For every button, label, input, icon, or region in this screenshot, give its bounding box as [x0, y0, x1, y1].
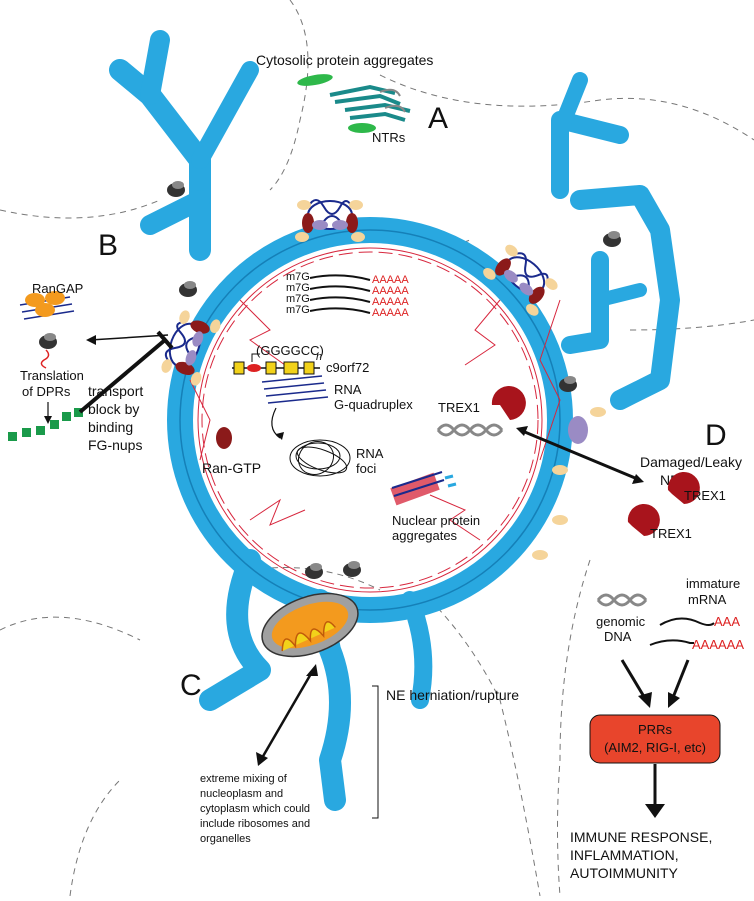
panel-b-letter: B — [98, 229, 118, 262]
npc-damaged-right — [532, 407, 606, 560]
rna-gq-label-1: RNA — [334, 382, 362, 397]
leak-arrow — [519, 428, 641, 482]
prr-arrow-head-1 — [638, 692, 652, 708]
dna-helix-genomic — [596, 593, 648, 607]
genomic-label-1: genomic — [596, 614, 646, 629]
export-arrow — [89, 334, 169, 341]
rna-foci-graphic — [289, 439, 351, 477]
prrs-label-1: PRRs — [638, 722, 672, 737]
immature-label-1: immature — [686, 576, 740, 591]
rangap-graphic — [19, 291, 75, 320]
transport-label-1: transport — [88, 383, 143, 399]
polya-label-1: AAAAA — [372, 274, 409, 286]
transport-block-line — [78, 338, 167, 414]
nuclear-agg-label-1: Nuclear protein — [392, 513, 480, 528]
ne-herniation-label: NE herniation/rupture — [386, 687, 519, 703]
rna-foci-label-2: foci — [356, 461, 376, 476]
mixing-label-3: cytoplasm which could — [200, 803, 310, 815]
transport-label-3: binding — [88, 419, 133, 435]
m7g-label-1: m7G — [286, 271, 310, 283]
cytosolic-aggregates-graphic — [297, 74, 411, 133]
immune-label-1: IMMUNE RESPONSE, — [570, 829, 712, 845]
leak-arrow-head-1 — [516, 426, 528, 436]
panel-d-letter: D — [705, 419, 727, 452]
foci-arrow-head — [276, 432, 284, 440]
polya-short-label: AAA — [714, 614, 740, 629]
transport-block-bar — [156, 330, 174, 350]
polya-label-3: AAAAA — [372, 296, 409, 308]
envelope-lumen — [179, 229, 561, 611]
mixing-label-5: organelles — [200, 833, 251, 845]
ribosome-icon-c-2 — [343, 561, 361, 577]
mitochondrion-icon — [261, 592, 359, 658]
ran-gtp-icon — [216, 427, 232, 449]
immature-label-2: mRNA — [688, 592, 727, 607]
mrna-bundle — [309, 274, 371, 314]
prr-input-arrows — [620, 659, 690, 701]
mixing-label-1: extreme mixing of — [200, 773, 288, 785]
m7g-label-4: m7G — [286, 304, 310, 316]
c9orf72-gene — [232, 353, 320, 375]
nuclear-lamina — [189, 247, 561, 593]
transport-label-4: FG-nups — [88, 437, 142, 453]
immune-arrow-head — [645, 804, 665, 818]
prr-arrow-head-2 — [668, 692, 680, 708]
translation-arrow-head — [44, 416, 52, 424]
trex1-icons-outside — [627, 472, 700, 536]
leak-arrow-head-2 — [632, 474, 644, 484]
ribosome-icon-b — [39, 333, 57, 349]
trex1-label-outside-1: TREX1 — [684, 488, 726, 503]
ntrs-label: NTRs — [372, 130, 406, 145]
prrs-box — [589, 714, 721, 764]
ggggcc-label: (GGGGCC) — [256, 343, 324, 358]
translation-label-2: of DPRs — [22, 384, 71, 399]
ribosome-icon-er-2 — [179, 281, 197, 297]
mixing-label-4: include ribosomes and — [200, 818, 310, 830]
mixing-label-2: nucleoplasm and — [200, 788, 283, 800]
rangap-label: RanGAP — [32, 281, 83, 296]
ggggcc-n-label: n — [316, 351, 322, 363]
m7g-label-3: m7G — [286, 293, 310, 305]
mrna-strand-icon — [40, 349, 50, 369]
mixing-arrow-head-2 — [256, 752, 268, 766]
prrs-label-2: (AIM2, RIG-I, etc) — [604, 740, 706, 755]
trex1-label-inside: TREX1 — [438, 400, 480, 415]
mixing-arrow — [260, 671, 314, 759]
immune-label-3: AUTOIMMUNITY — [570, 865, 679, 881]
polya-long-label: AAAAAA — [692, 637, 744, 652]
transport-label-2: block by — [88, 401, 139, 417]
rna-foci-label-1: RNA — [356, 446, 384, 461]
panel-a-letter: A — [428, 102, 448, 135]
polya-label-2: AAAAA — [372, 285, 409, 297]
ribosome-icon-c-1 — [305, 563, 323, 579]
ran-gtp-label: Ran-GTP — [202, 460, 261, 476]
trex1-label-outside-2: TREX1 — [650, 526, 692, 541]
polya-label-4: AAAAA — [372, 307, 409, 319]
dna-helix-inside — [436, 423, 504, 437]
export-arrow-head — [86, 335, 96, 345]
mixing-arrow-head-1 — [306, 664, 318, 676]
immature-mrna-2 — [649, 639, 694, 646]
ribosome-icon-er-4 — [603, 231, 621, 247]
m7g-label-2: m7G — [286, 282, 310, 294]
genomic-label-2: DNA — [604, 629, 632, 644]
cytosolic-aggregates-label: Cytosolic protein aggregates — [256, 52, 433, 68]
dpr-chain — [8, 408, 83, 441]
rna-gq-label-2: G-quadruplex — [334, 397, 413, 412]
panel-c-letter: C — [180, 669, 202, 702]
foci-arrow — [271, 407, 281, 439]
immune-label-2: INFLAMMATION, — [570, 847, 679, 863]
trex1-icon-inside — [491, 386, 526, 420]
g-quadruplex-graphic — [261, 375, 329, 404]
ribosome-icon-er-1 — [167, 181, 185, 197]
c9orf72-label: c9orf72 — [326, 360, 369, 375]
damaged-npc-label-1: Damaged/Leaky — [640, 454, 742, 470]
nuclear-agg-label-2: aggregates — [392, 528, 458, 543]
translation-label-1: Translation — [20, 368, 84, 383]
herniation-bracket — [372, 685, 379, 819]
immature-mrna-1 — [659, 617, 715, 626]
nuclear-aggregates-graphic — [390, 471, 457, 506]
